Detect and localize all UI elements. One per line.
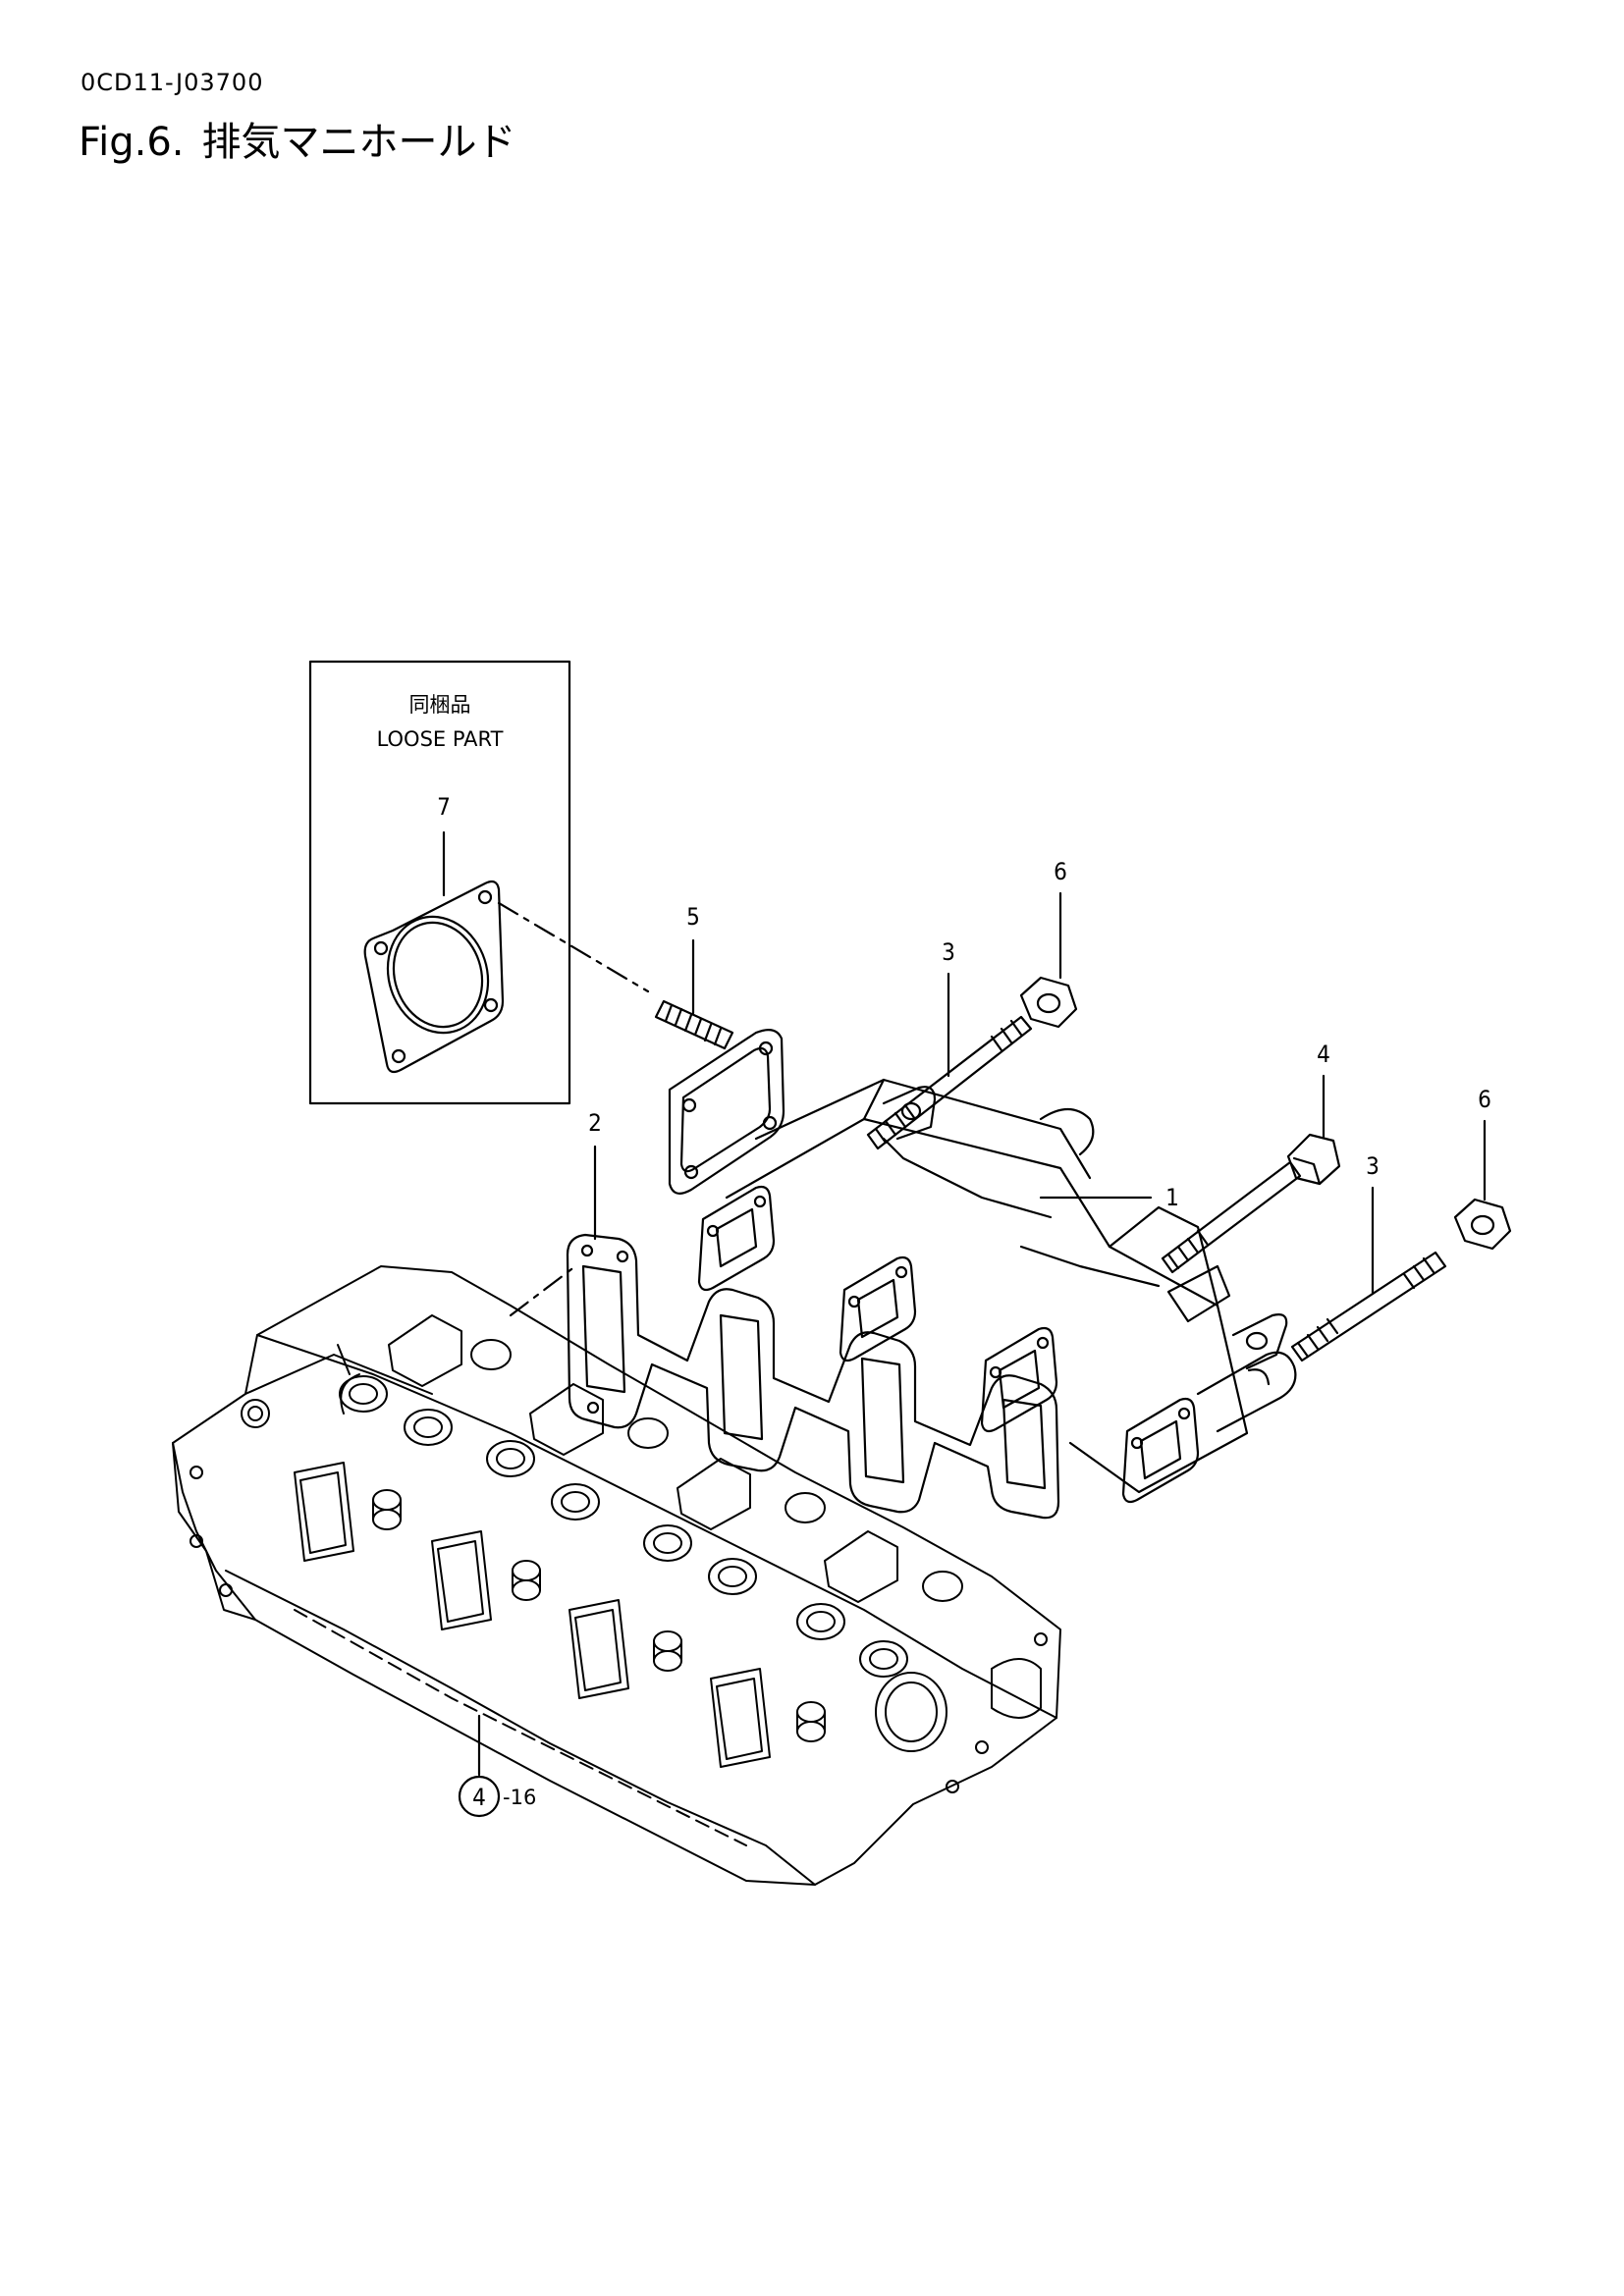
exhaust-manifold-1: [668, 1028, 1297, 1504]
callout-3-lower: 3: [1366, 1152, 1380, 1180]
callout-6-lower: 6: [1478, 1086, 1491, 1113]
callout-5: 5: [686, 903, 700, 931]
callout-3-upper: 3: [942, 938, 955, 966]
bolt-3-upper: [866, 1015, 1033, 1150]
bolt-3-lower: [1290, 1251, 1447, 1362]
reference-circle-label: 4: [472, 1784, 486, 1811]
nut-6-lower: [1453, 1198, 1512, 1251]
reference-suffix: -16: [503, 1786, 536, 1809]
cylinder-head: [172, 1265, 1061, 1886]
callout-6-upper: 6: [1054, 858, 1067, 885]
bolt-4: [1161, 1133, 1341, 1274]
callout-4: 4: [1317, 1041, 1330, 1068]
stud-5: [654, 999, 734, 1050]
figure-number: Fig.6.: [79, 120, 185, 165]
callout-7: 7: [437, 793, 451, 821]
document-code: 0CD11-J03700: [81, 69, 264, 96]
callout-1: 1: [1165, 1184, 1179, 1211]
figure-title-text: 排気マニホールド: [201, 120, 516, 165]
nut-6-upper: [1019, 976, 1078, 1029]
reference-circle: [458, 1775, 501, 1818]
flange-gasket-7: [363, 880, 505, 1074]
loose-part-title-en: LOOSE PART: [377, 727, 504, 751]
loose-part-box: [308, 660, 571, 1105]
figure-title: Fig.6. 排気マニホールド: [79, 110, 533, 167]
loose-part-title-jp: 同梱品: [409, 693, 471, 717]
callout-2: 2: [588, 1109, 602, 1137]
